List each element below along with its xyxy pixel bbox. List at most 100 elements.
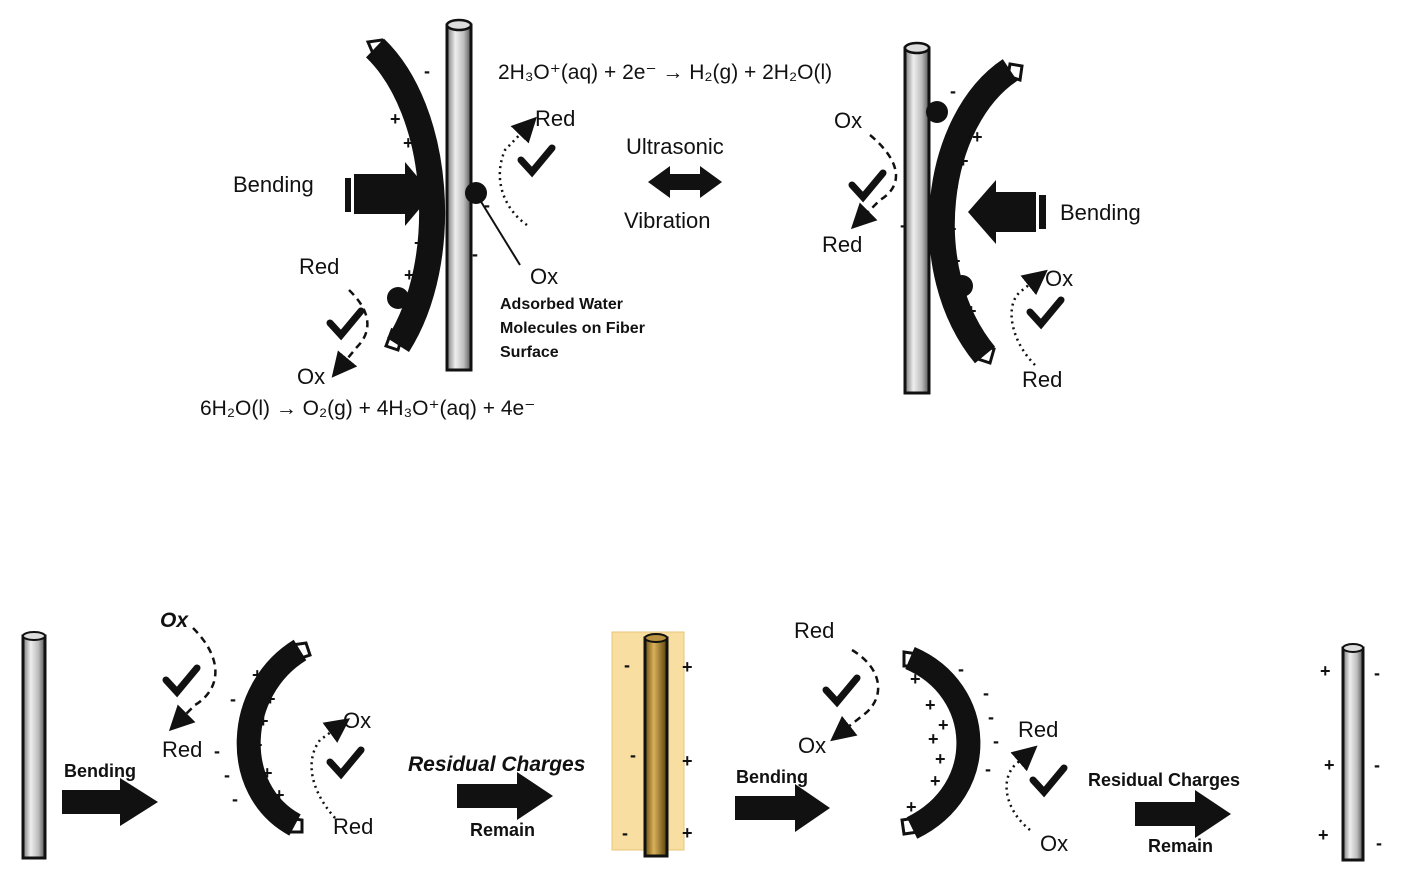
check-icon bbox=[1026, 296, 1065, 330]
reduction-equation: 2H₃O⁺(aq) + 2e⁻ → H₂(g) + 2H₂O(l) bbox=[498, 61, 833, 84]
oxidation-equation: 6H₂O(l) → O₂(g) + 4H₃O⁺(aq) + 4e⁻ bbox=[200, 397, 536, 420]
minus-sign: - bbox=[624, 655, 630, 675]
plus-sign: + bbox=[414, 233, 425, 253]
residual-arrow-1 bbox=[457, 772, 553, 820]
top-left-assembly bbox=[326, 18, 556, 378]
minus-sign: - bbox=[983, 683, 989, 703]
plus-sign: + bbox=[252, 735, 263, 755]
plus-sign: + bbox=[1320, 661, 1331, 681]
label-red: Red bbox=[162, 737, 203, 762]
label-red: Red bbox=[822, 232, 863, 257]
label-red: Red bbox=[535, 106, 576, 131]
plus-sign: + bbox=[252, 665, 263, 685]
minus-sign: - bbox=[1376, 833, 1382, 853]
plus-sign: + bbox=[404, 265, 415, 285]
plus-sign: + bbox=[682, 751, 693, 771]
label-ox: Ox bbox=[343, 708, 372, 733]
minus-sign: - bbox=[424, 61, 430, 81]
fiber-top-right bbox=[903, 46, 931, 395]
label-ox: Ox bbox=[160, 609, 189, 632]
minus-sign: - bbox=[988, 707, 994, 727]
minus-sign: - bbox=[630, 745, 636, 765]
water-molecule bbox=[387, 287, 409, 309]
adsorbed-label-line2: Molecules on Fiber bbox=[500, 320, 645, 337]
minus-sign: - bbox=[224, 765, 230, 785]
bent-layer-bottom-1 bbox=[236, 639, 307, 836]
bending-arrow-top-right bbox=[968, 180, 1036, 244]
check-icon bbox=[326, 746, 365, 780]
label-vibration: Vibration bbox=[624, 208, 711, 233]
bent-layer-top-left bbox=[365, 38, 446, 352]
plus-sign: + bbox=[930, 771, 941, 791]
residual-arrow-2 bbox=[1135, 790, 1231, 838]
label-red: Red bbox=[1018, 717, 1059, 742]
plus-sign: + bbox=[682, 823, 693, 843]
label-red: Red bbox=[794, 618, 835, 643]
bending-arrow-top-left bbox=[354, 162, 432, 226]
check-icon bbox=[326, 307, 365, 341]
label-ox: Ox bbox=[297, 364, 326, 389]
water-molecule bbox=[926, 101, 948, 123]
water-molecule bbox=[465, 182, 487, 204]
plus-sign: + bbox=[1324, 755, 1335, 775]
minus-sign: - bbox=[232, 789, 238, 809]
label-ox: Ox bbox=[530, 264, 559, 289]
plus-sign: + bbox=[258, 711, 269, 731]
plus-sign: + bbox=[928, 729, 939, 749]
plus-sign: + bbox=[418, 159, 429, 179]
plus-sign: + bbox=[682, 657, 693, 677]
minus-sign: - bbox=[993, 731, 999, 751]
label-residual-charges: Residual Charges bbox=[408, 753, 586, 776]
label-bending: Bending bbox=[233, 172, 314, 197]
fiber-bottom-1 bbox=[21, 634, 47, 860]
check-icon bbox=[848, 169, 887, 203]
check-icon bbox=[162, 664, 201, 698]
plus-sign: + bbox=[948, 177, 959, 197]
label-ultrasonic: Ultrasonic bbox=[626, 134, 724, 159]
minus-sign: - bbox=[1374, 755, 1380, 775]
label-red: Red bbox=[299, 254, 340, 279]
plus-sign: + bbox=[972, 127, 983, 147]
label-ox: Ox bbox=[1040, 831, 1069, 856]
minus-sign: - bbox=[900, 215, 906, 235]
check-icon bbox=[1029, 764, 1068, 798]
top-right-assembly bbox=[848, 41, 1065, 395]
adsorbed-label-line1: Adsorbed Water bbox=[500, 296, 623, 313]
plus-sign: + bbox=[265, 689, 276, 709]
minus-sign: - bbox=[622, 823, 628, 843]
fiber-bottom-highlight bbox=[643, 636, 669, 858]
label-bending: Bending bbox=[736, 767, 808, 787]
bending-arrow-bottom-2 bbox=[735, 784, 830, 832]
minus-sign: - bbox=[484, 195, 490, 215]
plus-sign: + bbox=[925, 695, 936, 715]
minus-sign: - bbox=[985, 759, 991, 779]
plus-sign: + bbox=[274, 785, 285, 805]
fiber-bottom-final bbox=[1341, 646, 1365, 862]
minus-sign: - bbox=[230, 689, 236, 709]
label-ox: Ox bbox=[1045, 266, 1074, 291]
label-ox: Ox bbox=[798, 733, 827, 758]
minus-sign: - bbox=[1374, 663, 1380, 683]
plus-sign: + bbox=[390, 109, 401, 129]
plus-sign: + bbox=[935, 749, 946, 769]
plus-sign: + bbox=[262, 763, 273, 783]
ultrasonic-double-arrow bbox=[648, 166, 722, 198]
label-remain: Remain bbox=[470, 820, 536, 840]
plus-sign: + bbox=[958, 151, 969, 171]
label-red: Red bbox=[333, 814, 374, 839]
water-molecule bbox=[951, 275, 973, 297]
plus-sign: + bbox=[950, 251, 961, 271]
bent-layer-bottom-2 bbox=[904, 646, 981, 839]
label-red: Red bbox=[1022, 367, 1063, 392]
plus-sign: + bbox=[910, 669, 921, 689]
minus-sign: - bbox=[950, 81, 956, 101]
adsorbed-label-line3: Surface bbox=[500, 344, 559, 361]
check-icon bbox=[517, 144, 556, 178]
minus-sign: - bbox=[958, 659, 964, 679]
bent-layer-top-right bbox=[928, 59, 1018, 364]
plus-sign: + bbox=[946, 219, 957, 239]
label-ox: Ox bbox=[834, 108, 863, 133]
check-icon bbox=[822, 674, 861, 708]
